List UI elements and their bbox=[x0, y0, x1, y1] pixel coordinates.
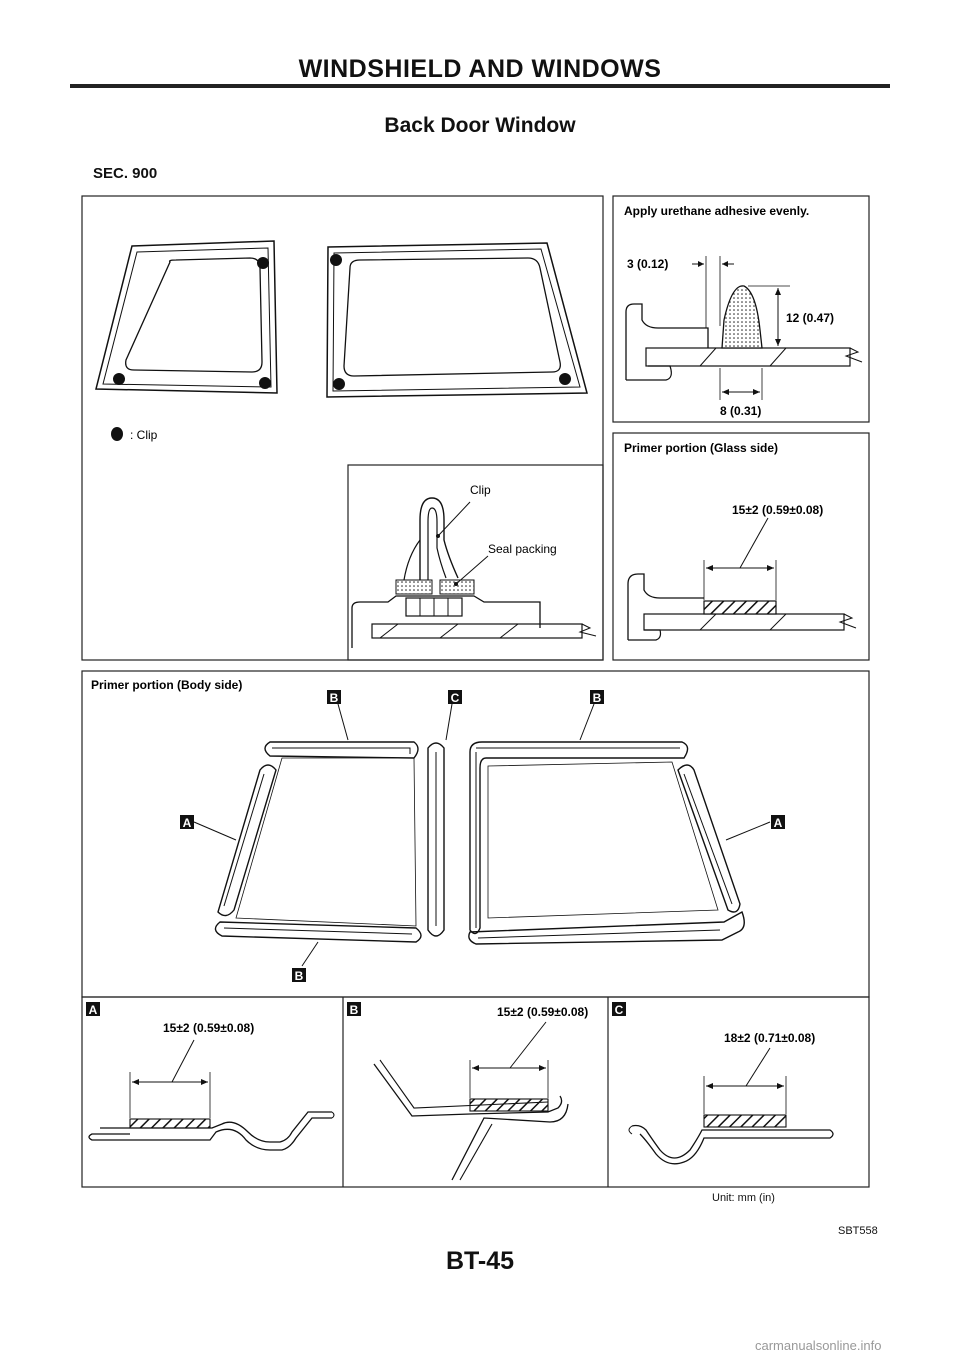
clip-dot-icon bbox=[259, 377, 271, 389]
marker-b-icon: B bbox=[292, 968, 306, 983]
right-window-outline bbox=[326, 242, 588, 398]
unit-note: Unit: mm (in) bbox=[712, 1192, 775, 1204]
watermark: carmanualsonline.info bbox=[755, 1338, 882, 1353]
svg-text:A: A bbox=[774, 816, 783, 830]
detail-b-dim: 15±2 (0.59±0.08) bbox=[497, 1005, 588, 1019]
detail-b-marker: B bbox=[350, 1003, 359, 1017]
clip-legend-label: : Clip bbox=[130, 428, 158, 442]
left-window-outline bbox=[95, 240, 278, 394]
detail-row: A 15±2 (0.59±0.08) B 15±2 (0.59±0.08) bbox=[81, 996, 870, 1188]
detail-b: B 15±2 (0.59±0.08) bbox=[347, 1002, 588, 1181]
detail-c-marker: C bbox=[615, 1003, 624, 1017]
svg-text:C: C bbox=[451, 691, 460, 705]
marker-a-icon: A bbox=[180, 815, 194, 830]
marker-a-icon: A bbox=[771, 815, 785, 830]
clip-detail: Clip Seal packing bbox=[351, 483, 597, 648]
primer-glass-title: Primer portion (Glass side) bbox=[624, 441, 778, 455]
clip-dot-icon bbox=[333, 378, 345, 390]
dim-width-label: 3 (0.12) bbox=[627, 257, 668, 271]
clip-legend-icon bbox=[111, 427, 123, 441]
dim-base-label: 8 (0.31) bbox=[720, 404, 761, 418]
clip-dot-icon bbox=[113, 373, 125, 385]
primer-glass-dim: 15±2 (0.59±0.08) bbox=[732, 503, 823, 517]
svg-text:A: A bbox=[183, 816, 192, 830]
svg-text:B: B bbox=[330, 691, 339, 705]
adhesive-panel: Apply urethane adhesive evenly. 3 (0.12)… bbox=[612, 195, 870, 423]
clip-dot-icon bbox=[559, 373, 571, 385]
section-number: SEC. 900 bbox=[93, 165, 158, 182]
clip-dot-icon bbox=[257, 257, 269, 269]
dim-height-label: 12 (0.47) bbox=[786, 311, 834, 325]
window-overview-panel: : Clip Clip Seal packing bbox=[81, 195, 604, 661]
section-header: WINDSHIELD AND WINDOWS bbox=[298, 55, 662, 83]
page-number: BT-45 bbox=[445, 1247, 515, 1275]
primer-body-title: Primer portion (Body side) bbox=[91, 678, 242, 692]
svg-text:B: B bbox=[593, 691, 602, 705]
seal-packing-label: Seal packing bbox=[488, 542, 557, 556]
adhesive-title: Apply urethane adhesive evenly. bbox=[624, 204, 809, 218]
figure-code: SBT558 bbox=[838, 1225, 878, 1237]
clip-label: Clip bbox=[470, 483, 491, 497]
svg-text:B: B bbox=[295, 969, 304, 983]
marker-b-icon: B bbox=[590, 690, 604, 705]
header-rule bbox=[70, 84, 890, 88]
right-body-frame bbox=[468, 741, 745, 945]
detail-a: A 15±2 (0.59±0.08) bbox=[86, 1002, 335, 1151]
page-title: Back Door Window bbox=[384, 114, 576, 137]
clip-dot-icon bbox=[330, 254, 342, 266]
primer-body-panel: Primer portion (Body side) bbox=[81, 670, 870, 998]
primer-glass-panel: Primer portion (Glass side) 15±2 (0.59±0… bbox=[612, 432, 870, 661]
detail-c-dim: 18±2 (0.71±0.08) bbox=[724, 1031, 815, 1045]
detail-c: C 18±2 (0.71±0.08) bbox=[612, 1002, 834, 1165]
left-body-frame bbox=[214, 741, 445, 943]
marker-c-icon: C bbox=[448, 690, 462, 705]
detail-a-marker: A bbox=[89, 1003, 98, 1017]
marker-b-icon: B bbox=[327, 690, 341, 705]
detail-a-dim: 15±2 (0.59±0.08) bbox=[163, 1021, 254, 1035]
